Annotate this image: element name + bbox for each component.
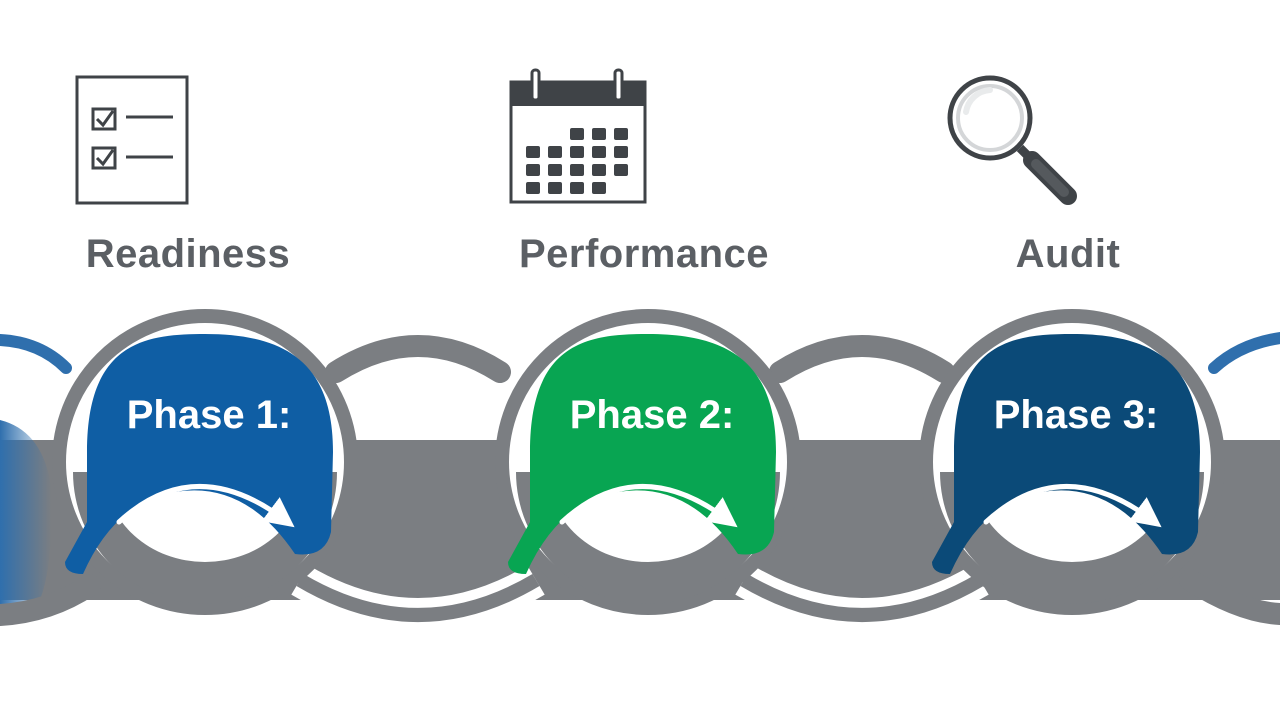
phase-1-arrow	[116, 484, 295, 528]
magnifier-icon	[944, 72, 1080, 208]
phase-3-arrow	[983, 484, 1162, 528]
phase-3-crescent	[940, 472, 1204, 604]
phase-1-ring	[52, 309, 358, 615]
calendar-icon	[508, 66, 650, 206]
connector-bottom-2-ring	[740, 573, 984, 622]
phase-1-crescent	[73, 472, 337, 604]
phase-3-node: Phase 3:	[919, 309, 1225, 615]
phase-3-label: Phase 3:	[994, 393, 1159, 437]
connector-bottom-3	[1179, 569, 1280, 625]
phase-2-crescent	[516, 472, 780, 604]
connector-top-2	[769, 335, 955, 383]
phase-2-label: Phase 2:	[570, 393, 735, 437]
left-edge-fade	[0, 420, 52, 612]
phase-2-arrow	[559, 484, 738, 528]
phase-2-node: Phase 2:	[495, 309, 801, 615]
stage-title-readiness: Readiness	[85, 232, 291, 276]
connector-bottom-0	[0, 574, 101, 626]
right-edge-arc	[1208, 332, 1280, 374]
phase-2-ring	[495, 309, 801, 615]
connector-bottom-1-ring	[296, 573, 540, 622]
phase-1-node: Phase 1:	[52, 309, 358, 615]
stage-title-performance: Performance	[518, 232, 770, 276]
connector-top-1	[325, 335, 511, 383]
checklist-icon	[74, 74, 192, 208]
stage-title-audit: Audit	[1015, 232, 1121, 276]
phase-1-label: Phase 1:	[127, 393, 292, 437]
phase-3-ring	[919, 309, 1225, 615]
left-edge-arc	[0, 334, 72, 374]
